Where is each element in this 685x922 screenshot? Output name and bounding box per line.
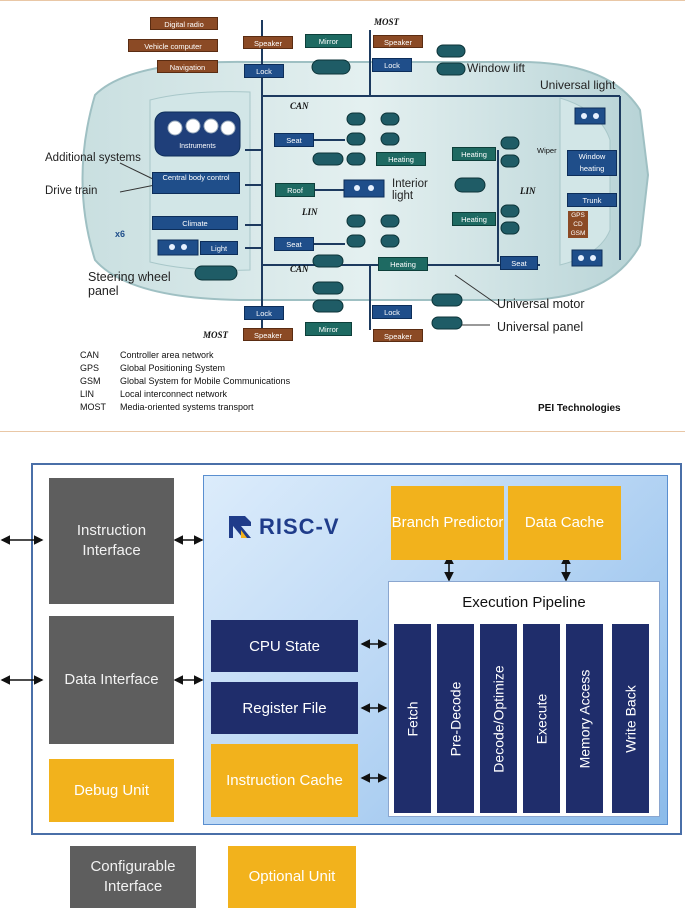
data-cache: Data Cache bbox=[508, 486, 621, 560]
stage-fetch: Fetch bbox=[394, 624, 431, 813]
seat-front: Seat bbox=[274, 133, 314, 147]
riscv-arrows bbox=[0, 535, 571, 783]
gsm-label: GSM bbox=[570, 230, 586, 237]
lock-top-left: Lock bbox=[244, 64, 284, 78]
stage-decode-optimize: Decode/Optimize bbox=[480, 624, 517, 813]
interior-light-callout: Interior light bbox=[392, 178, 428, 202]
most-top-label: MOST bbox=[374, 17, 400, 27]
roof-module: Roof bbox=[275, 183, 315, 197]
universal-light-callout: Universal light bbox=[540, 78, 616, 92]
drive-train-callout: Drive train bbox=[45, 185, 98, 197]
riscv-logo-text: RISC-V bbox=[259, 514, 340, 539]
heating-right-mid: Heating bbox=[452, 212, 496, 226]
instruction-cache: Instruction Cache bbox=[211, 744, 358, 817]
vehicle-computer-label: Vehicle computer bbox=[128, 39, 218, 52]
heating-bottom: Heating bbox=[378, 257, 428, 271]
stage-execute: Execute bbox=[523, 624, 560, 813]
debug-unit: Debug Unit bbox=[49, 759, 174, 822]
additional-systems-callout: Additional systems bbox=[45, 152, 141, 164]
instruments-label: Instruments bbox=[179, 143, 216, 150]
most-bottom-label: MOST bbox=[203, 330, 229, 340]
light-module: Light bbox=[200, 241, 238, 255]
stage-write-back: Write Back bbox=[612, 624, 649, 813]
lock-top-right: Lock bbox=[372, 58, 412, 72]
speaker-bottom-right: Speaker bbox=[373, 329, 423, 342]
mirror-bottom: Mirror bbox=[305, 322, 352, 336]
lock-bottom-left: Lock bbox=[244, 306, 284, 320]
stage-pre-decode: Pre-Decode bbox=[437, 624, 474, 813]
trunk-module: Trunk bbox=[567, 193, 617, 207]
lock-bottom-right: Lock bbox=[372, 305, 412, 319]
gps-label: GPS bbox=[571, 212, 585, 219]
pei-credit: PEI Technologies bbox=[538, 403, 621, 414]
riscv-logo: RISC-V bbox=[229, 514, 359, 540]
stage-memory-access: Memory Access bbox=[566, 624, 603, 813]
top-divider bbox=[0, 0, 685, 1]
car-network-diagram: Digital radio Vehicle computer Navigatio… bbox=[0, 0, 685, 432]
mirror-top: Mirror bbox=[305, 34, 352, 48]
section-divider bbox=[0, 431, 685, 432]
speaker-top-left: Speaker bbox=[243, 36, 293, 49]
heating-mid: Heating bbox=[376, 152, 426, 166]
universal-panel-callout: Universal panel bbox=[497, 320, 584, 334]
register-file: Register File bbox=[211, 682, 358, 734]
universal-motor-callout: Universal motor bbox=[497, 297, 585, 311]
seat-rear: Seat bbox=[274, 237, 314, 251]
wiper-label: Wiper bbox=[537, 146, 557, 155]
lin-mid-label: LIN bbox=[302, 207, 318, 217]
data-interface: Data Interface bbox=[49, 616, 174, 744]
execution-pipeline-title: Execution Pipeline bbox=[462, 594, 586, 611]
speaker-top-right: Speaker bbox=[373, 35, 423, 48]
instruction-interface: Instruction Interface bbox=[49, 478, 174, 604]
can-bottom-label: CAN bbox=[290, 264, 309, 274]
branch-predictor: Branch Predictor bbox=[391, 486, 504, 560]
legend-configurable-interface: Configurable Interface bbox=[70, 846, 196, 908]
window-heating: Window heating bbox=[567, 150, 617, 176]
central-body-control: Central body control bbox=[152, 172, 240, 194]
can-top-label: CAN bbox=[290, 101, 309, 111]
steering-wheel-panel-callout: Steering wheel panel bbox=[88, 270, 171, 298]
legend-optional-unit: Optional Unit bbox=[228, 846, 356, 908]
riscv-logo-icon bbox=[229, 516, 251, 538]
lin-right-label: LIN bbox=[520, 186, 536, 196]
navigation-label: Navigation bbox=[157, 60, 218, 73]
cd-label: CD bbox=[573, 221, 583, 228]
speaker-bottom-left: Speaker bbox=[243, 328, 293, 341]
x6-label: x6 bbox=[115, 229, 126, 239]
seat-right: Seat bbox=[500, 256, 538, 270]
heating-right-top: Heating bbox=[452, 147, 496, 161]
digital-radio-label: Digital radio bbox=[150, 17, 218, 30]
gps-cd-gsm-stack: GPS CD GSM bbox=[568, 211, 588, 238]
climate-module: Climate bbox=[152, 216, 238, 230]
window-lift-callout: Window lift bbox=[467, 61, 526, 75]
cpu-state: CPU State bbox=[211, 620, 358, 672]
